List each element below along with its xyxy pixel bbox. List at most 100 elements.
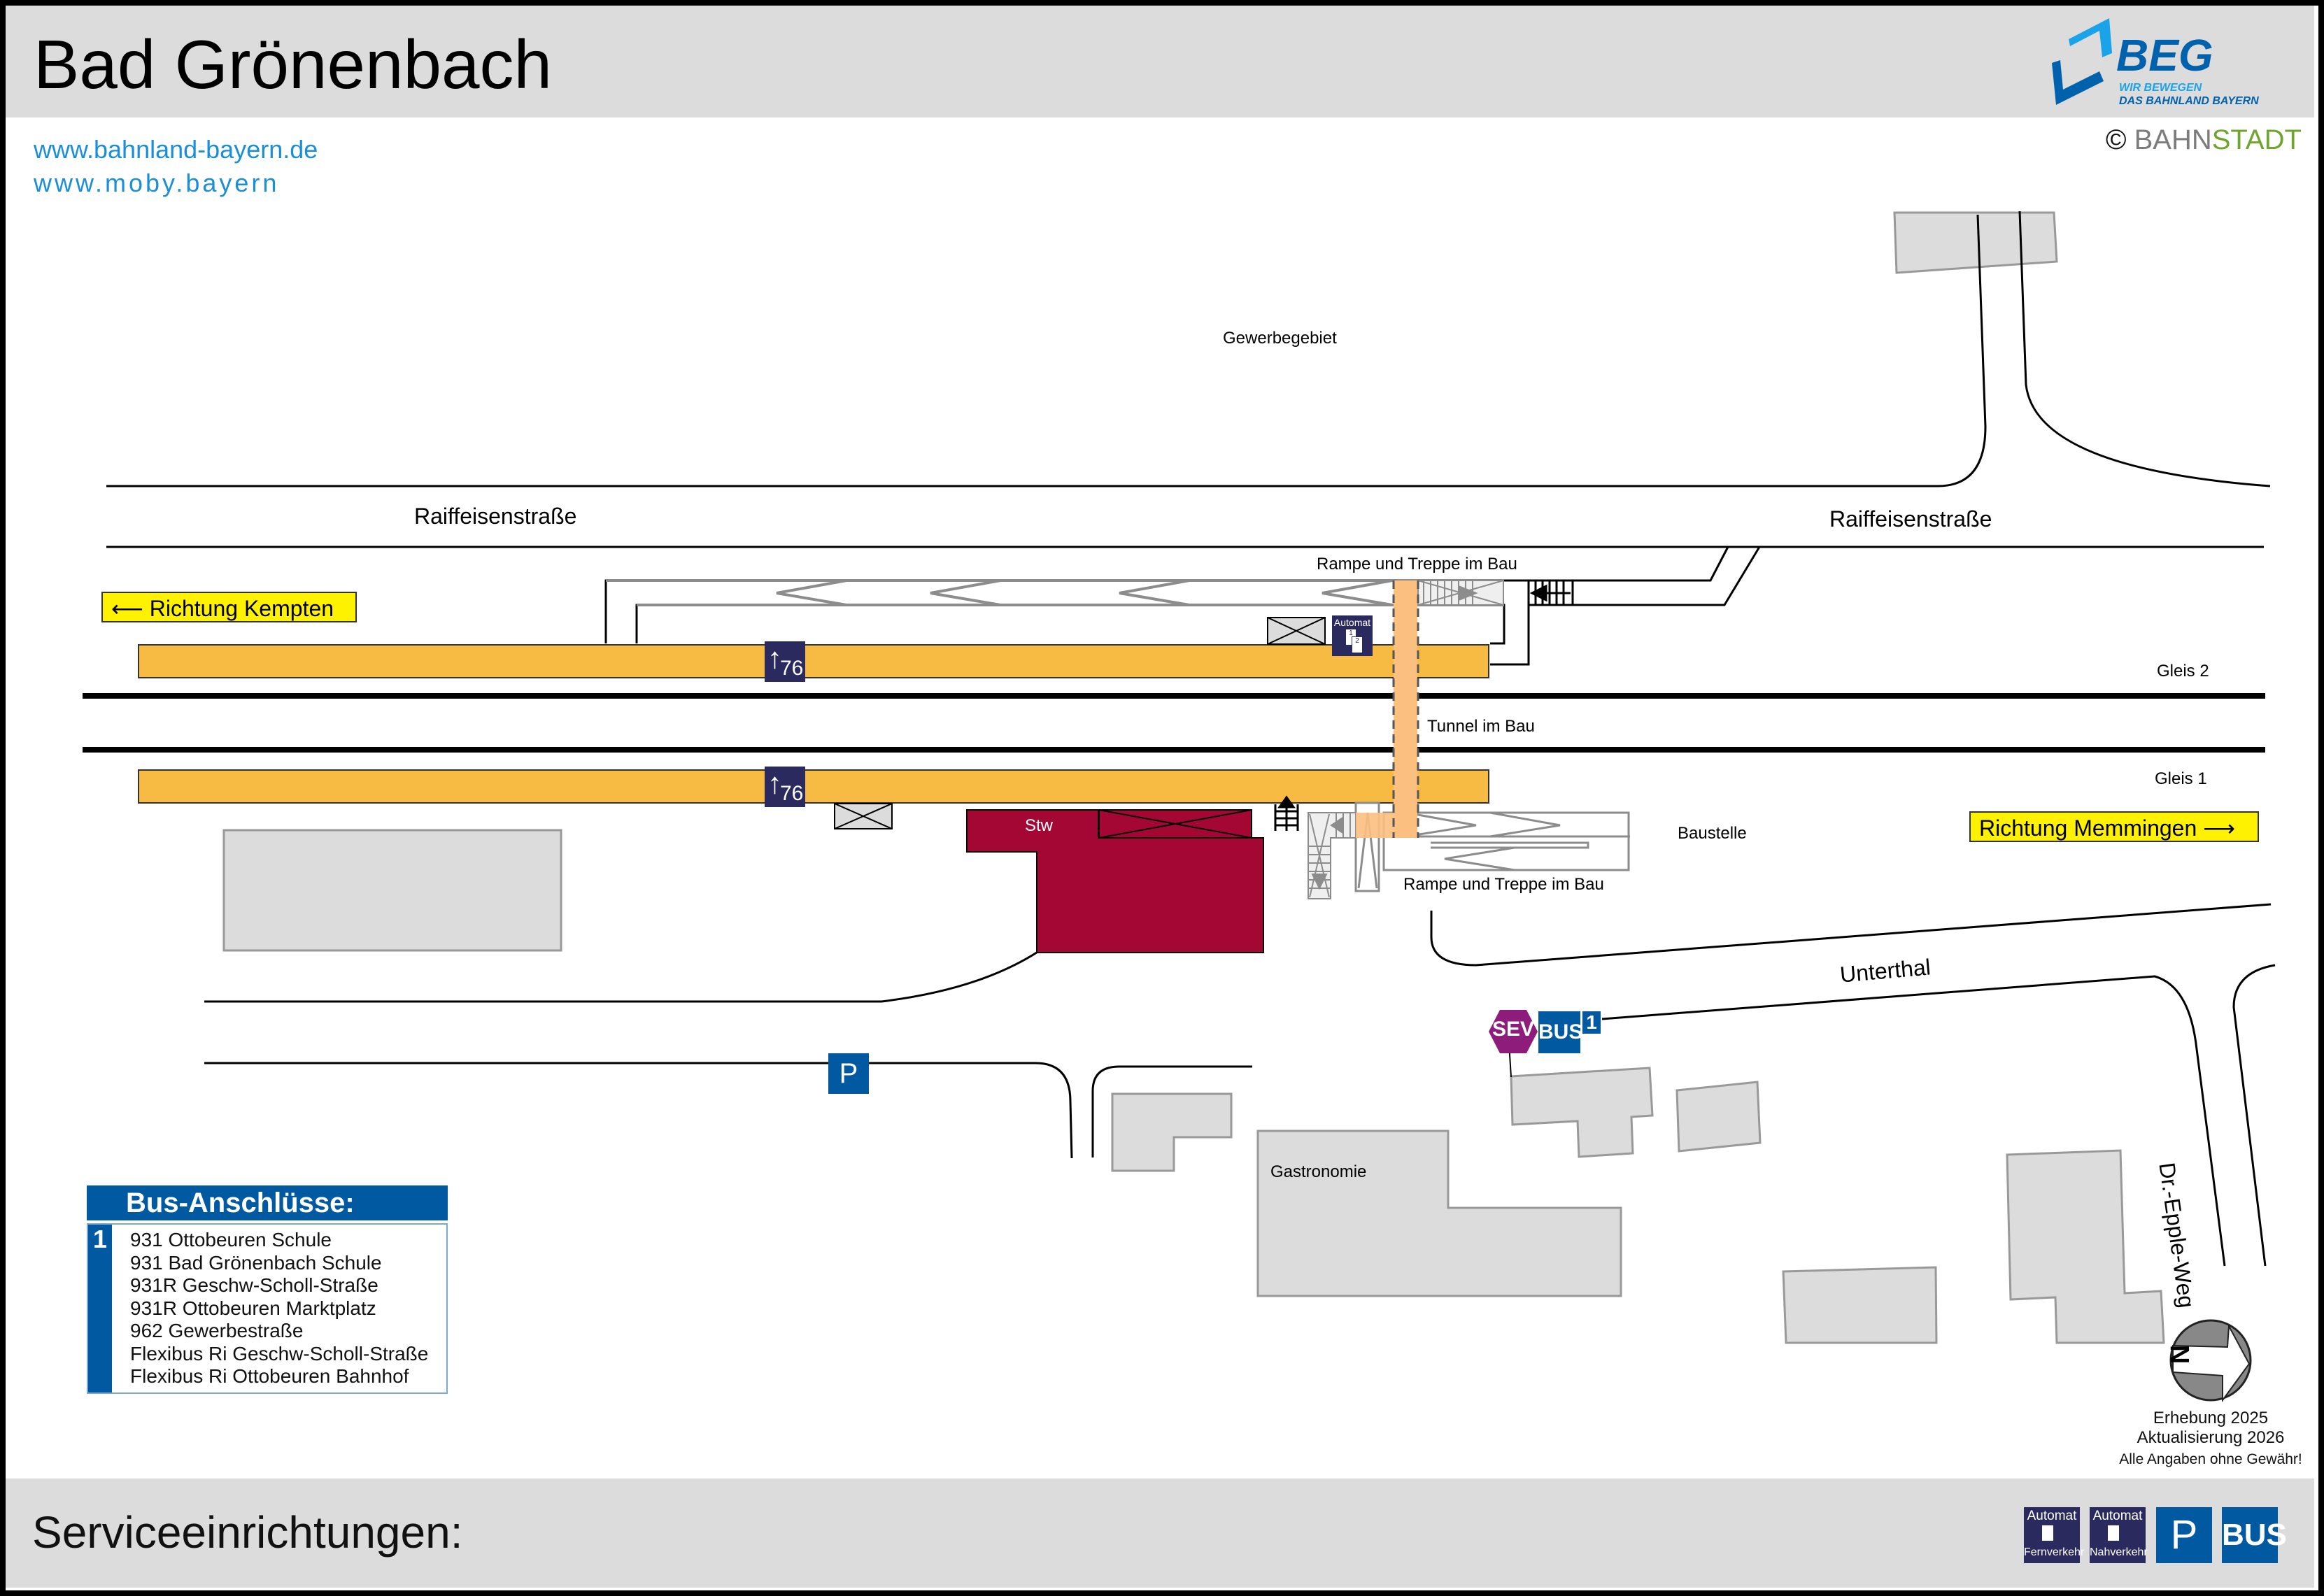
signal-box-label: Stw: [1025, 816, 1054, 835]
ticket-icon: [2108, 1525, 2119, 1541]
platform-access-path: [1504, 546, 1729, 582]
track-label-gleis-1: Gleis 1: [2155, 769, 2207, 788]
ramp-zigzag: [1119, 579, 1190, 606]
copyright-symbol: ©: [2106, 124, 2127, 155]
arrow-right-icon: ⟶: [2197, 815, 2236, 841]
gastronomie-label: Gastronomie: [1270, 1162, 1367, 1181]
platform-access-path: [635, 604, 1505, 645]
platform-access-path: [1490, 580, 1530, 666]
copyright-bahnstadt: © BAHNSTADT: [2106, 124, 2302, 156]
beg-tagline-1: WIR BEWEGEN: [2119, 82, 2202, 94]
platform-height-sign-gleis-1: ↑ 76: [765, 767, 805, 807]
baustelle-label: Baustelle: [1678, 824, 1747, 843]
platform-height-value: 76: [780, 782, 804, 805]
road-edge: [2018, 211, 2271, 487]
bus-line: 931R Ottobeuren Marktplatz: [130, 1297, 376, 1319]
platform-access-path: [1529, 546, 1761, 606]
building: [2006, 1149, 2165, 1344]
compass-icon: [2169, 1319, 2252, 1403]
beg-tagline-2: DAS BAHNLAND BAYERN: [2119, 95, 2259, 107]
road-edge: [2232, 964, 2276, 1267]
building: [1111, 1092, 1233, 1172]
track-label-gleis-2: Gleis 2: [2157, 662, 2209, 681]
bus-line: 962 Gewerbestraße: [130, 1320, 304, 1341]
stairs-top-existing: [1529, 580, 1574, 605]
track-gleis-2: [83, 693, 2265, 699]
sev-hexagon-icon: [1489, 1010, 1538, 1053]
arrow-left-icon: ⟵: [111, 596, 150, 621]
bus-lines-list: 931 Ottobeuren Schule 931 Bad Grönenbach…: [130, 1229, 428, 1388]
street-label-raiffeisen-left: Raiffeisenstraße: [414, 504, 577, 529]
construction-label-bottom: Rampe und Treppe im Bau: [1403, 875, 1604, 894]
ramp-zigzag: [776, 579, 847, 606]
service-parking-icon: P: [2156, 1507, 2212, 1563]
direction-sign-memmingen: Richtung Memmingen ⟶: [1969, 811, 2259, 842]
header-bar: Bad Grönenbach: [6, 6, 2314, 117]
update-note: Aktualisierung 2026: [2137, 1428, 2285, 1447]
ticket-machine-label: Automat: [1333, 617, 1371, 628]
building: [1675, 1081, 1762, 1153]
street-label-raiffeisen-right: Raiffeisenstraße: [1829, 506, 1992, 532]
ticket-machine-sign: Automat 1 2: [1332, 615, 1373, 656]
road-edge: [106, 214, 1987, 487]
compass-north-label: N: [2166, 1344, 2196, 1365]
survey-note: Erhebung 2025: [2153, 1409, 2269, 1427]
building: [1782, 1266, 1938, 1344]
bus-stop-number: 1: [1582, 1011, 1601, 1034]
signal-box: [966, 809, 1264, 953]
building: [222, 829, 562, 952]
bus-line: Flexibus Ri Ottobeuren Bahnhof: [130, 1365, 409, 1387]
road-edge: [204, 950, 1040, 1003]
platform-height-sign-gleis-2: ↑ 76: [765, 641, 805, 682]
arrow-up-icon: ↑: [767, 767, 782, 799]
service-ticket-machine-regional: Automat Nahverkehr: [2090, 1507, 2148, 1563]
platform-height-value: 76: [780, 657, 804, 680]
arrow-up-icon: ↑: [767, 641, 782, 674]
bus-stop-number-badge: 1: [88, 1225, 112, 1392]
bus-line: Flexibus Ri Geschw-Scholl-Straße: [130, 1342, 429, 1365]
building: [1893, 211, 2058, 274]
beg-logo-text: BEG: [2116, 30, 2213, 80]
bus-line: 931 Ottobeuren Schule: [130, 1229, 332, 1251]
ramp-bottom-vertical: [1354, 801, 1380, 892]
parking-sign[interactable]: P: [828, 1053, 869, 1094]
bus-connections-panel: Bus-Anschlüsse: 1 931 Ottobeuren Schule …: [87, 1185, 448, 1394]
copyright-part1: BAHN: [2134, 124, 2212, 155]
beg-logo: BEG WIR BEWEGEN DAS BAHNLAND BAYERN: [2046, 8, 2298, 113]
station-title: Bad Grönenbach: [34, 26, 552, 103]
road-edge: [1430, 903, 2272, 967]
bus-line: 931 Bad Grönenbach Schule: [130, 1251, 382, 1274]
ramp-zigzag: [930, 579, 1001, 606]
platform-gleis-1: [138, 769, 1489, 804]
direction-memmingen-label: Richtung Memmingen: [1979, 815, 2197, 841]
stairs-bottom-construction: [1308, 812, 1356, 899]
disclaimer-note: Alle Angaben ohne Gewähr!: [2119, 1451, 2302, 1467]
ticket-icon: [2042, 1525, 2053, 1541]
services-title: Serviceeinrichtungen:: [32, 1507, 463, 1558]
road-edge: [204, 1062, 1073, 1159]
stairs-bottom-existing: [1274, 795, 1299, 831]
stairs-top-construction: [1417, 580, 1504, 606]
service-bus-icon: BUS: [2222, 1507, 2287, 1563]
platform-gleis-2: [138, 644, 1489, 678]
bus-connections-title: Bus-Anschlüsse:: [87, 1185, 448, 1220]
direction-kempten-label: Richtung Kempten: [149, 596, 334, 621]
track-gleis-1: [83, 747, 2265, 753]
road-edge: [1601, 975, 2226, 1267]
ramp-zigzag: [1322, 579, 1393, 606]
tunnel-construction: [1356, 580, 1419, 838]
ticket-icon: 2: [1352, 636, 1363, 653]
area-label-gewerbegebiet: Gewerbegebiet: [1223, 329, 1337, 348]
link-moby-bayern[interactable]: www.moby.bayern: [34, 169, 280, 197]
road-edge: [1091, 1065, 1252, 1157]
building: [1256, 1130, 1622, 1297]
bus-line: 931R Geschw-Scholl-Straße: [130, 1274, 378, 1296]
sev-label: SEV: [1492, 1018, 1535, 1041]
direction-sign-kempten: ⟵ Richtung Kempten: [101, 592, 357, 622]
beg-logo-mark-icon: [2052, 18, 2112, 105]
bus-sign: BUS: [1538, 1011, 1582, 1053]
building: [1510, 1067, 1654, 1158]
link-bahnland-bayern[interactable]: www.bahnland-bayern.de: [34, 135, 318, 164]
footer-bar: Serviceeinrichtungen:: [6, 1479, 2314, 1588]
